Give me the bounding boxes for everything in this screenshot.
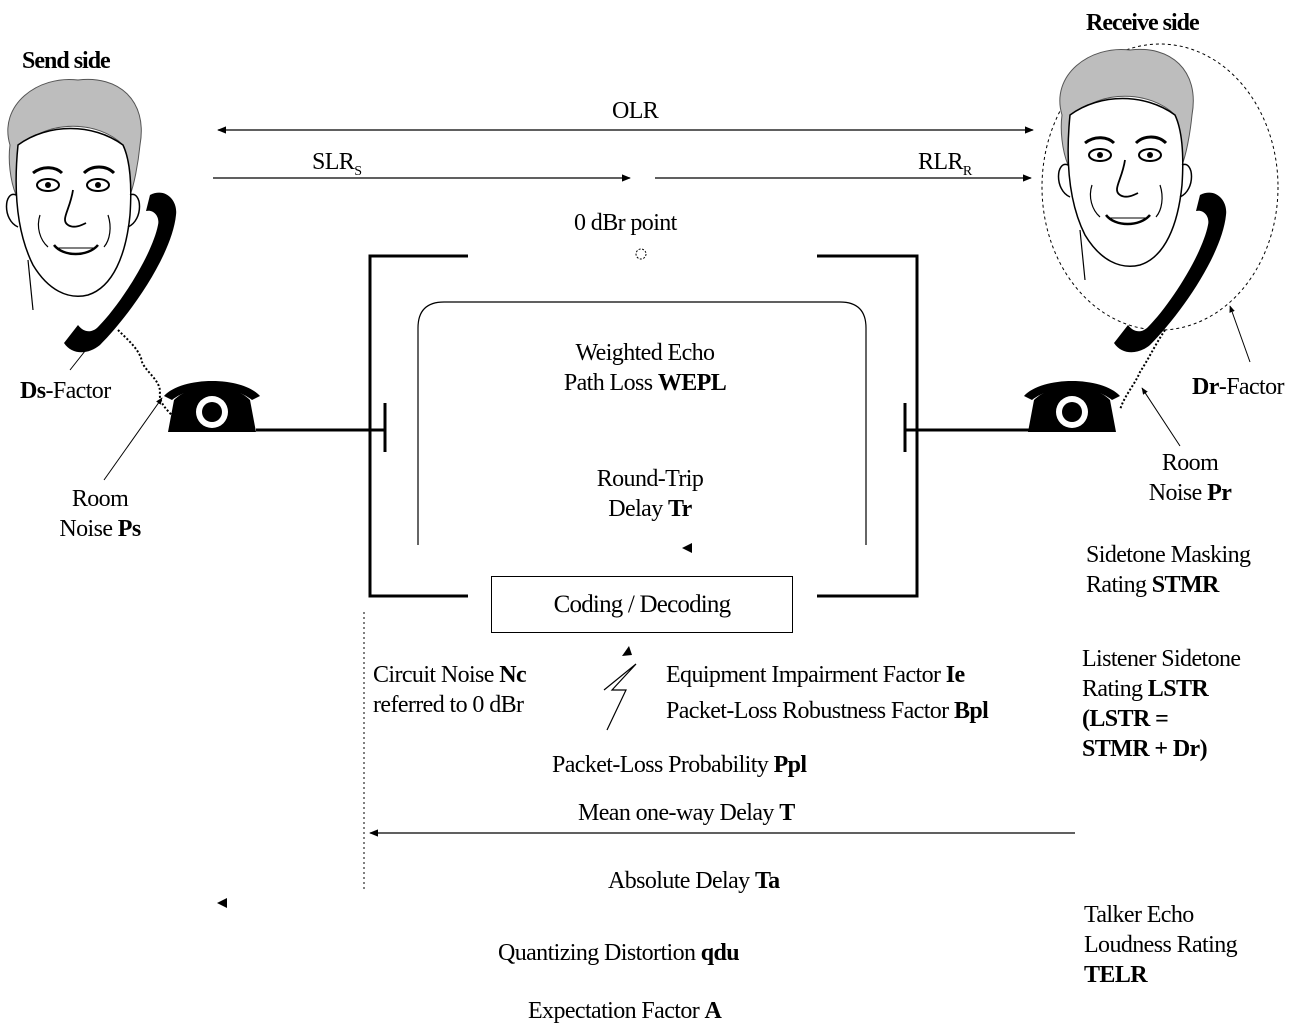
lstr-label: Listener Sidetone Rating LSTR (LSTR = ST… xyxy=(1082,646,1241,762)
round-trip-arrowhead xyxy=(682,543,692,553)
bpl-label: Packet-Loss Robustness Factor Bpl xyxy=(666,698,989,724)
ie-label: Equipment Impairment Factor Ie xyxy=(666,662,965,688)
slr-label: SLRS xyxy=(312,149,362,179)
stmr-label: Sidetone Masking Rating STMR xyxy=(1086,542,1251,598)
receive-room-noise-pointer xyxy=(1141,387,1181,447)
round-trip-delay-label: Round-Trip Delay Tr xyxy=(596,466,704,522)
send-side-desk-phone-icon xyxy=(164,381,260,432)
ppl-label: Packet-Loss Probability Ppl xyxy=(552,752,807,778)
send-side-cord xyxy=(117,329,177,421)
receive-side-cord xyxy=(1119,329,1166,411)
receive-side-heading: Receive side xyxy=(1086,10,1200,36)
absolute-delay-label: Absolute Delay Ta xyxy=(608,868,780,894)
receive-side-desk-phone-icon xyxy=(1024,381,1120,432)
zero-dbr-point-label: 0 dBr point xyxy=(574,210,677,236)
mean-delay-label: Mean one-way Delay T xyxy=(578,800,795,826)
send-room-noise-pointer xyxy=(103,397,163,481)
wepl-label: Weighted Echo Path Loss WEPL xyxy=(563,340,727,396)
receive-room-noise-label: Room Noise Pr xyxy=(1148,450,1232,506)
dr-factor-label: Dr-Factor xyxy=(1192,374,1285,400)
circuit-noise-label: Circuit Noise Nc referred to 0 dBr xyxy=(373,662,527,718)
dr-factor-pointer xyxy=(1229,305,1251,363)
receive-side-face-illustration xyxy=(1057,47,1195,282)
zero-dbr-point-marker xyxy=(635,248,647,260)
codec-impairment-arrow xyxy=(603,663,637,731)
ds-factor-pointer xyxy=(69,321,109,371)
send-room-noise-label: Room Noise Ps xyxy=(59,486,141,542)
ds-factor-label: Ds-Factor xyxy=(20,378,111,404)
echo-path-loop xyxy=(417,301,867,545)
rlr-label: RLRR xyxy=(918,149,972,179)
expectation-factor-label: Expectation Factor A xyxy=(528,998,722,1024)
left-bracket xyxy=(368,254,468,598)
olr-label: OLR xyxy=(612,98,659,124)
codec-box: Coding / Decoding xyxy=(491,576,793,633)
send-side-heading: Send side xyxy=(22,48,111,74)
qdu-label: Quantizing Distortion qdu xyxy=(498,940,740,966)
telr-label: Talker Echo Loudness Rating TELR xyxy=(1084,902,1238,988)
right-bracket xyxy=(817,254,919,598)
absolute-delay-arrowhead xyxy=(217,898,227,908)
send-side-face-illustration xyxy=(5,77,143,312)
